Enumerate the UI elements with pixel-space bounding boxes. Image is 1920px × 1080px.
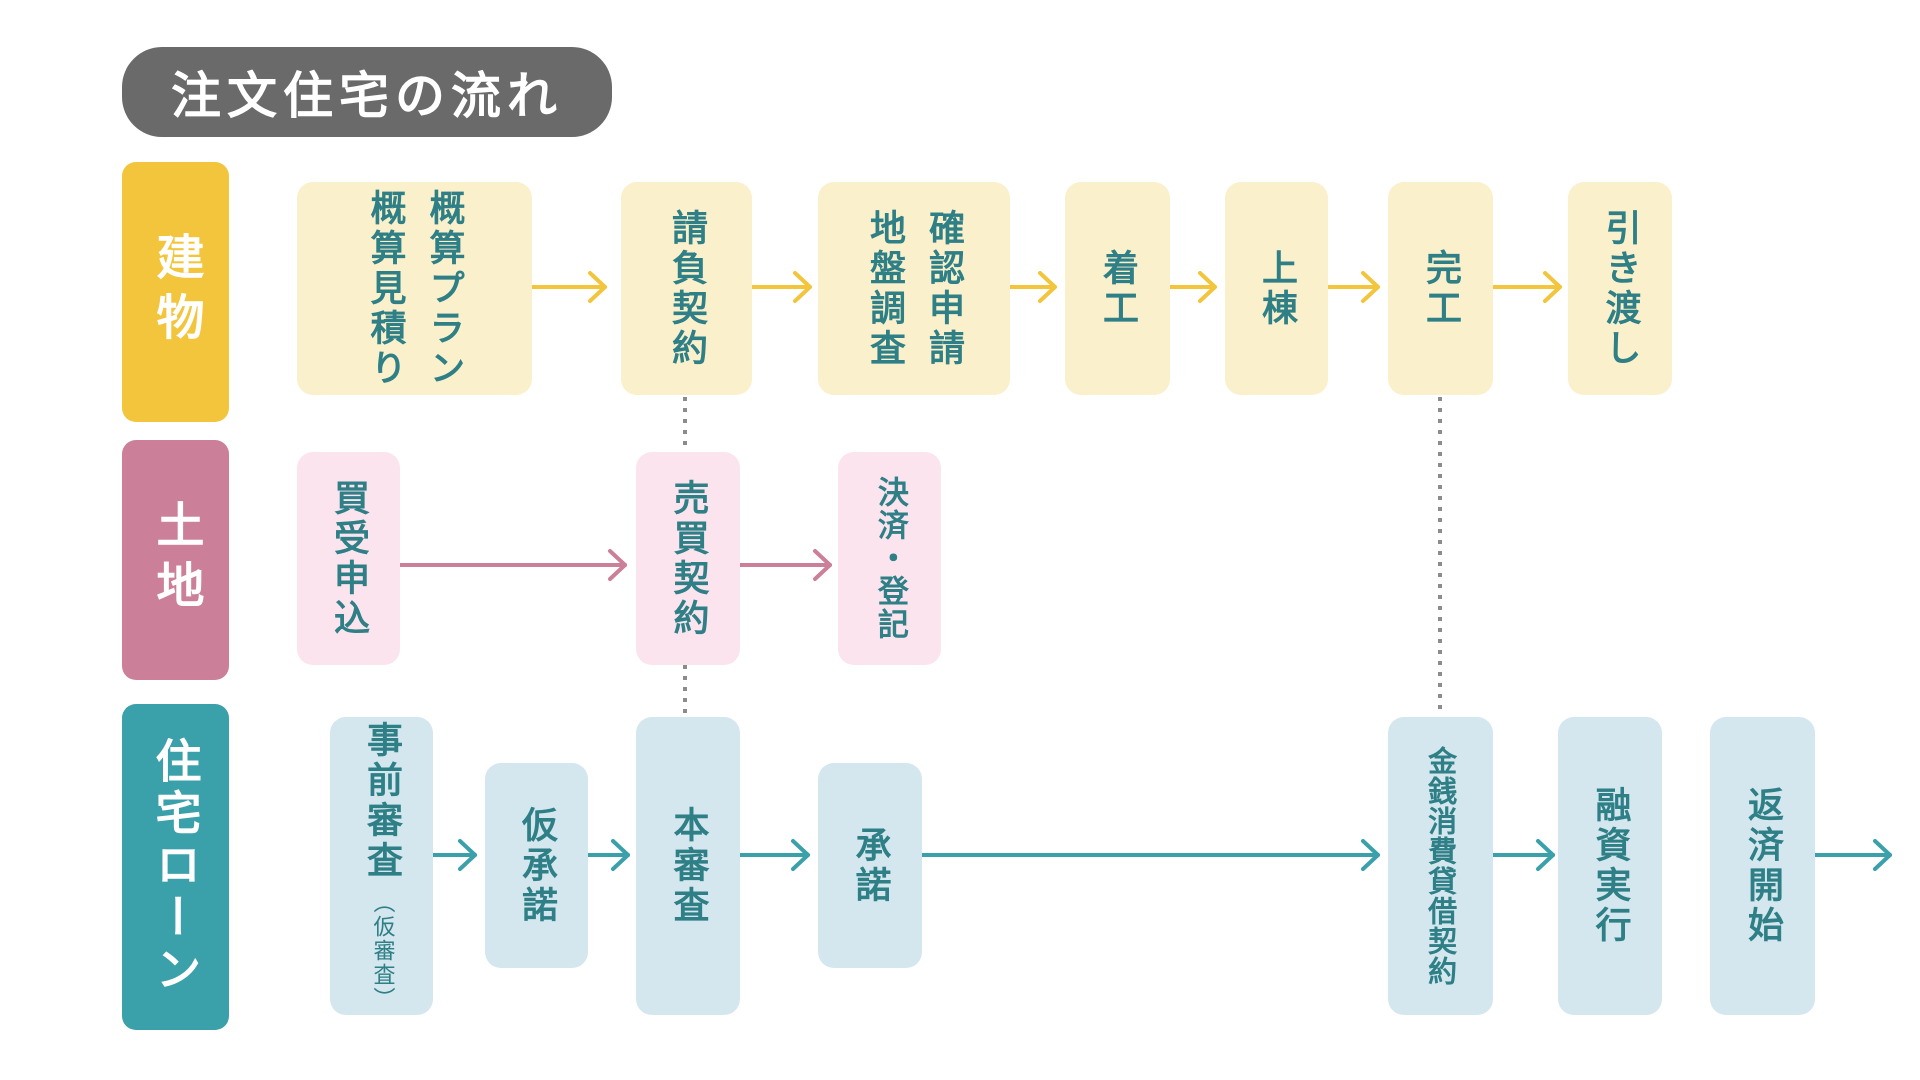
- step-preliminary-review: 事前審査 （仮審査）: [330, 717, 433, 1015]
- step-loan-agreement: 金銭消費貸借契約: [1388, 717, 1493, 1015]
- lane-building-text: 建物: [147, 232, 204, 352]
- step-repayment-start-text: 返済開始: [1742, 786, 1783, 946]
- lane-land-text: 土地: [147, 500, 204, 620]
- step-repayment-start: 返済開始: [1710, 717, 1815, 1015]
- page-title: 注文住宅の流れ: [122, 47, 612, 137]
- step-provisional-approval-text: 仮承諾: [516, 805, 557, 926]
- step-completion: 完工: [1388, 182, 1493, 395]
- step-rough-plan-estimate: 概算プラン 概算見積り: [297, 182, 532, 395]
- step-settlement-registration-text: 決済・登記: [871, 476, 908, 641]
- lane-land-label: 土地: [122, 440, 229, 680]
- lane-loan-text: 住宅ローン: [148, 737, 203, 997]
- land-arrows: [398, 549, 832, 581]
- step-rough-estimate-text: 概算見積り: [364, 188, 406, 389]
- loan-arrows: [431, 839, 1892, 871]
- step-handover: 引き渡し: [1568, 182, 1672, 395]
- lane-loan-label: 住宅ローン: [122, 704, 229, 1030]
- step-loan-agreement-text: 金銭消費貸借契約: [1423, 746, 1458, 986]
- step-rough-plan-text: 概算プラン: [423, 188, 465, 389]
- step-completion-text: 完工: [1420, 248, 1461, 329]
- step-groundbreaking-text: 着工: [1097, 248, 1138, 329]
- step-provisional-approval: 仮承諾: [485, 763, 588, 968]
- dotted-links: [683, 397, 1442, 715]
- step-full-review: 本審査: [636, 717, 740, 1015]
- step-full-review-text: 本審査: [667, 806, 709, 926]
- step-approval-text: 承諾: [849, 825, 891, 906]
- step-preliminary-review-text: 事前審査: [361, 721, 402, 881]
- step-permit-text: 確認申請: [923, 208, 964, 369]
- step-framing-text: 上棟: [1256, 248, 1297, 329]
- step-permit-survey: 確認申請 地盤調査: [818, 182, 1010, 395]
- step-sales-contract: 売買契約: [636, 452, 740, 665]
- step-handover-text: 引き渡し: [1599, 208, 1641, 369]
- step-loan-disbursement-text: 融資実行: [1589, 786, 1631, 946]
- step-approval: 承諾: [818, 763, 922, 968]
- step-construction-contract: 請負契約: [621, 182, 752, 395]
- step-purchase-application: 買受申込: [297, 452, 400, 665]
- building-arrows: [530, 271, 1562, 303]
- step-framing: 上棟: [1225, 182, 1328, 395]
- step-groundbreaking: 着工: [1065, 182, 1170, 395]
- step-loan-disbursement: 融資実行: [1558, 717, 1662, 1015]
- step-purchase-application-text: 買受申込: [328, 478, 369, 639]
- step-settlement-registration: 決済・登記: [838, 452, 941, 665]
- step-construction-contract-text: 請負契約: [666, 208, 707, 369]
- step-survey-text: 地盤調査: [864, 208, 905, 369]
- step-sales-contract-text: 売買契約: [667, 478, 709, 639]
- lane-building-label: 建物: [122, 162, 229, 422]
- step-preliminary-review-note: （仮審査）: [369, 891, 395, 1011]
